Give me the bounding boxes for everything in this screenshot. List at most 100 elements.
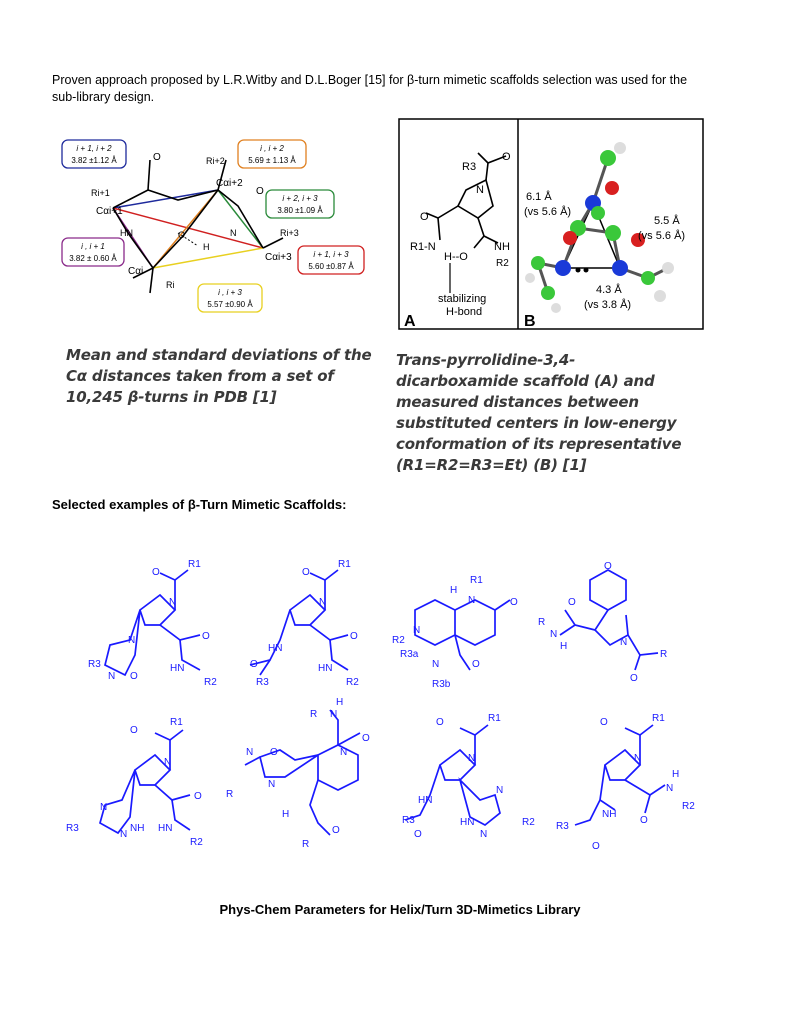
- svg-text:H: H: [282, 809, 289, 820]
- right-caption: Trans-pyrrolidine-3,4-dicarboxamide scaf…: [396, 351, 682, 474]
- hbond-label: H-bond: [446, 306, 482, 318]
- atom-ri1: Ri+1: [91, 188, 110, 198]
- svg-text:i + 1, i + 3: i + 1, i + 3: [313, 250, 349, 259]
- box-i-i1: i , i + 1 3.82 ± 0.60 Å: [61, 237, 125, 267]
- svg-text:N: N: [620, 637, 627, 648]
- svg-text:R1: R1: [188, 559, 201, 570]
- svg-text:HN: HN: [460, 817, 474, 828]
- svg-text:O: O: [332, 825, 340, 836]
- atom-o-top-right: O: [256, 186, 264, 197]
- svg-text:R2: R2: [522, 817, 535, 828]
- svg-text:R1: R1: [652, 713, 665, 724]
- svg-text:O: O: [510, 597, 518, 608]
- svg-text:R3b: R3b: [432, 679, 451, 690]
- svg-text:N: N: [476, 184, 484, 196]
- footer-title: Phys-Chem Parameters for Helix/Turn 3D-M…: [219, 902, 581, 917]
- svg-text:O: O: [568, 597, 576, 608]
- atom-ri: Ri: [166, 280, 175, 290]
- svg-text:N: N: [468, 595, 475, 606]
- svg-text:O: O: [152, 567, 160, 578]
- atom-hn: HN: [120, 228, 133, 238]
- atom-o-top-left: O: [153, 152, 161, 163]
- ca-distance-figure: Ri+2 Ri+1 Cαi+2 Cαi+1 O O HN N O H Ri+3 …: [61, 139, 365, 313]
- svg-text:N: N: [246, 747, 253, 758]
- svg-text:R: R: [302, 839, 309, 850]
- svg-text:N: N: [169, 597, 176, 608]
- svg-text:R3a: R3a: [400, 649, 419, 660]
- atom-o-mid: O: [178, 230, 185, 240]
- svg-text:O: O: [472, 659, 480, 670]
- svg-text:R: R: [660, 649, 667, 660]
- svg-text:R: R: [538, 617, 545, 628]
- panel-b-label: B: [524, 313, 536, 330]
- svg-text:R2: R2: [496, 258, 509, 269]
- svg-text:R3: R3: [402, 815, 415, 826]
- atom-cai1: Cαi+1: [96, 206, 123, 217]
- svg-text:O: O: [194, 791, 202, 802]
- svg-text:i + 2, i + 3: i + 2, i + 3: [282, 194, 318, 203]
- svg-text:H: H: [672, 769, 679, 780]
- svg-text:O: O: [640, 815, 648, 826]
- svg-text:O: O: [502, 151, 511, 163]
- atom-cai: Cαi: [128, 266, 143, 277]
- svg-text:i , i + 1: i , i + 1: [81, 242, 105, 251]
- svg-text:N: N: [330, 709, 337, 720]
- svg-text:H: H: [560, 641, 567, 652]
- box-i2-i3: i + 2, i + 3 3.80 ±1.09 Å: [265, 189, 335, 219]
- box-i1-i3: i + 1, i + 3 5.60 ±0.87 Å: [297, 245, 365, 275]
- svg-text:N: N: [413, 625, 420, 636]
- svg-text:i , i + 3: i , i + 3: [218, 288, 242, 297]
- svg-text:R3: R3: [556, 821, 569, 832]
- box-i1-i2: i + 1, i + 2 3.82 ±1.12 Å: [61, 139, 127, 169]
- svg-text:R3: R3: [256, 677, 269, 688]
- svg-text:R3: R3: [462, 161, 476, 173]
- svg-text:N: N: [634, 753, 641, 764]
- atom-ri3: Ri+3: [280, 228, 299, 238]
- svg-text:O: O: [130, 725, 138, 736]
- svg-text:3.82 ± 0.60 Å: 3.82 ± 0.60 Å: [69, 254, 117, 263]
- svg-text:6.1 Å: 6.1 Å: [526, 190, 552, 203]
- svg-text:R2: R2: [682, 801, 695, 812]
- scaffold-8: O R1 N H N O R2 NH R3 O: [556, 713, 695, 852]
- stabilizing-label: stabilizing: [438, 293, 486, 305]
- svg-text:N: N: [268, 779, 275, 790]
- svg-text:3.82 ±1.12 Å: 3.82 ±1.12 Å: [71, 156, 117, 165]
- svg-text:R1-N: R1-N: [410, 241, 436, 253]
- svg-text:O: O: [414, 829, 422, 840]
- svg-text:N: N: [480, 829, 487, 840]
- svg-text:i , i + 2: i , i + 2: [260, 144, 284, 153]
- scaffold-model-figure: R3 O N O R1-N H--O NH R2 stabilizing H-b…: [398, 118, 704, 330]
- section-title: Selected examples of β-Turn Mimetic Scaf…: [52, 497, 347, 512]
- intro-paragraph: Proven approach proposed by L.R.Witby an…: [52, 73, 688, 104]
- scaffold-examples: O R1 N O N R3 N O HN R2 O R1 N HN R3 O O…: [66, 559, 695, 852]
- svg-text:R2: R2: [392, 635, 405, 646]
- svg-text:O: O: [362, 733, 370, 744]
- svg-text:HN: HN: [318, 663, 332, 674]
- svg-text:N: N: [120, 829, 127, 840]
- atom-cai3: Cαi+3: [265, 252, 292, 263]
- svg-text:R2: R2: [190, 837, 203, 848]
- svg-text:(vs 3.8 Å): (vs 3.8 Å): [584, 298, 631, 311]
- svg-text:(vs 5.6 Å): (vs 5.6 Å): [524, 205, 571, 218]
- svg-text:O: O: [130, 671, 138, 682]
- svg-text:N: N: [496, 785, 503, 796]
- svg-text:R: R: [226, 789, 233, 800]
- svg-text:4.3 Å: 4.3 Å: [596, 283, 622, 296]
- svg-text:N: N: [468, 753, 475, 764]
- atom-cai2: Cαi+2: [216, 178, 243, 189]
- svg-text:R: R: [310, 709, 317, 720]
- atom-n: N: [230, 228, 237, 238]
- scaffold-3: R1 H N O R2 N R3a N O R3b: [392, 575, 518, 690]
- svg-text:R1: R1: [170, 717, 183, 728]
- svg-text:HN: HN: [158, 823, 172, 834]
- scaffold-7: O R1 N HN O R3 HN N N R2: [402, 713, 535, 840]
- svg-text:HN: HN: [418, 795, 432, 806]
- scaffold-5: O R1 N N N R3 NH O HN R2: [66, 717, 203, 848]
- svg-text:NH: NH: [602, 809, 616, 820]
- svg-text:O: O: [592, 841, 600, 852]
- svg-text:NH: NH: [130, 823, 144, 834]
- atom-ri2: Ri+2: [206, 156, 225, 166]
- svg-text:(vs 5.6 Å): (vs 5.6 Å): [638, 229, 685, 242]
- svg-text:R3: R3: [66, 823, 79, 834]
- svg-text:N: N: [550, 629, 557, 640]
